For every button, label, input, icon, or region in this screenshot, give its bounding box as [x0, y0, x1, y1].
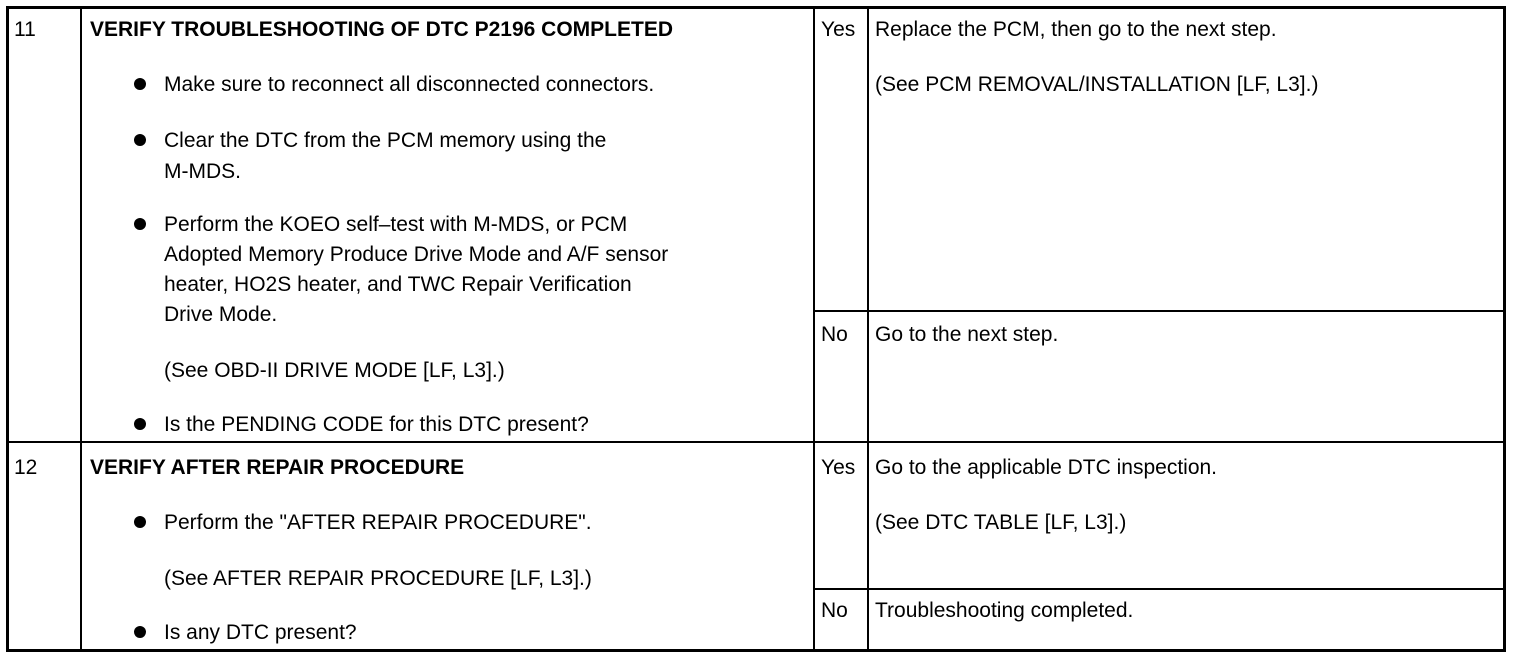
row-divider	[6, 441, 1506, 443]
yes-label: Yes	[821, 18, 856, 41]
step-item-line: Is any DTC present?	[164, 621, 357, 644]
yes-action: Replace the PCM, then go to the next ste…	[875, 18, 1277, 41]
step-item-line: Adopted Memory Produce Drive Mode and A/…	[164, 243, 669, 266]
yes-label: Yes	[821, 456, 856, 479]
bullet-icon	[134, 516, 146, 528]
col-divider-result	[867, 6, 869, 652]
step-item-line: Perform the "AFTER REPAIR PROCEDURE".	[164, 511, 592, 534]
step-title: VERIFY TROUBLESHOOTING OF DTC P2196 COMP…	[90, 18, 674, 41]
col-divider-step	[80, 6, 82, 652]
yes-action-reference: (See PCM REMOVAL/INSTALLATION [LF, L3].)	[875, 73, 1319, 96]
bullet-icon	[134, 626, 146, 638]
step-item-line: Is the PENDING CODE for this DTC present…	[164, 413, 589, 436]
step-item-line: M-MDS.	[164, 160, 241, 183]
step-item-line: Make sure to reconnect all disconnected …	[164, 73, 655, 96]
step-title: VERIFY AFTER REPAIR PROCEDURE	[90, 456, 465, 479]
bullet-icon	[134, 134, 146, 146]
step-item-line: heater, HO2S heater, and TWC Repair Veri…	[164, 273, 632, 296]
bullet-icon	[134, 418, 146, 430]
step-number: 11	[14, 18, 36, 41]
no-action: Go to the next step.	[875, 323, 1059, 346]
no-label: No	[821, 323, 848, 346]
col-divider-action	[813, 6, 815, 652]
no-action: Troubleshooting completed.	[875, 599, 1134, 622]
reference-note: (See OBD-II DRIVE MODE [LF, L3].)	[164, 359, 505, 382]
step-item-line: Perform the KOEO self–test with M-MDS, o…	[164, 213, 628, 236]
yes-no-divider-row-11	[813, 310, 1506, 312]
step-item-line: Drive Mode.	[164, 303, 278, 326]
step-number: 12	[14, 456, 38, 479]
step-item-line: Clear the DTC from the PCM memory using …	[164, 129, 607, 152]
yes-action-reference: (See DTC TABLE [LF, L3].)	[875, 511, 1127, 534]
no-label: No	[821, 599, 848, 622]
reference-note: (See AFTER REPAIR PROCEDURE [LF, L3].)	[164, 567, 592, 590]
yes-action: Go to the applicable DTC inspection.	[875, 456, 1218, 479]
troubleshooting-table	[6, 6, 1506, 652]
yes-no-divider-row-12	[813, 588, 1506, 590]
bullet-icon	[134, 218, 146, 230]
bullet-icon	[134, 78, 146, 90]
